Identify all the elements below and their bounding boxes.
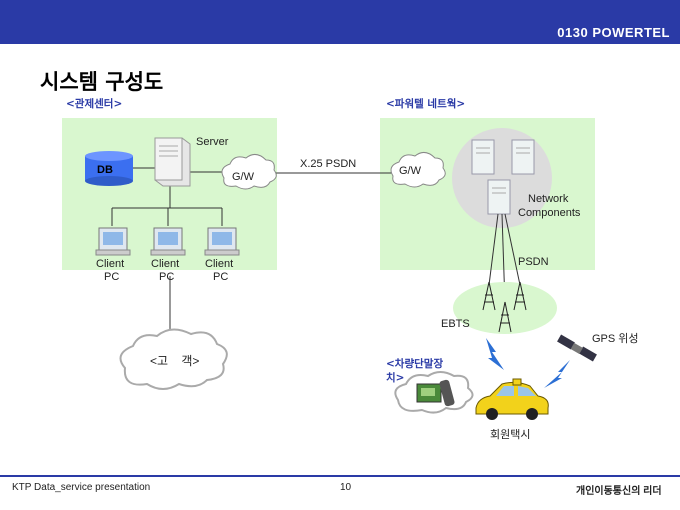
ebts-label: EBTS [441, 318, 470, 330]
ebts-area [453, 282, 557, 334]
terminal-label-1: <차량단말장 [386, 358, 444, 370]
taxi-label: 회원택시 [490, 429, 531, 441]
network-server-1-icon [471, 139, 495, 175]
network-server-2-icon [511, 139, 535, 175]
db-icon [85, 151, 133, 186]
gps-label: GPS 위성 [592, 333, 639, 345]
client3-pc-icon [204, 227, 240, 256]
network-components-label-2: Components [518, 207, 581, 219]
client3-label-1: Client [205, 258, 234, 270]
client3-label-2: PC [213, 271, 229, 283]
gw-right-label: G/W [399, 165, 421, 177]
gw-right-cloud [390, 152, 446, 188]
client2-pc-icon [150, 227, 186, 256]
psdn-link-2 [504, 213, 521, 286]
psdn-link-1 [488, 213, 499, 286]
gps-signal-bolt [544, 360, 570, 388]
gps-satellite-icon [557, 334, 597, 362]
client1-pc-icon [95, 227, 131, 256]
client2-label-2: PC [159, 271, 175, 283]
customer-cloud [119, 328, 228, 390]
footer-presentation: KTP Data_service presentation [12, 482, 151, 493]
client1-label-2: PC [104, 271, 120, 283]
terminal-device-icon [416, 379, 455, 407]
db-label: DB [97, 164, 113, 176]
network-components-label-1: Network [528, 193, 569, 205]
x25-link-label: X.25 PSDN [300, 158, 357, 170]
footer-divider [0, 475, 680, 477]
terminal-label-2: 치> [386, 372, 405, 384]
client1-label-1: Client [96, 258, 125, 270]
taxi-icon [475, 378, 549, 420]
ebts-signal-bolt [486, 338, 504, 370]
psdn-label: PSDN [518, 256, 549, 268]
ebts-antenna-icons [482, 281, 527, 333]
client2-label-1: Client [151, 258, 180, 270]
network-server-3-icon [487, 179, 511, 215]
customer-label: <고 객> [150, 354, 200, 368]
server-icon [154, 137, 191, 187]
right-section-title: <파워텔 네트웍> [386, 98, 466, 110]
page-number: 10 [340, 482, 352, 493]
server-label: Server [196, 136, 229, 148]
left-section-title: <관제센터> [66, 98, 123, 110]
footer-slogan: 개인이동통신의 리더 [576, 486, 662, 497]
header-bar [0, 0, 680, 44]
brand-label: 0130 POWERTEL [557, 25, 670, 40]
gw-left-cloud [221, 154, 277, 190]
gw-left-label: G/W [232, 171, 254, 183]
slide-title: 시스템 구성도 [40, 70, 164, 94]
